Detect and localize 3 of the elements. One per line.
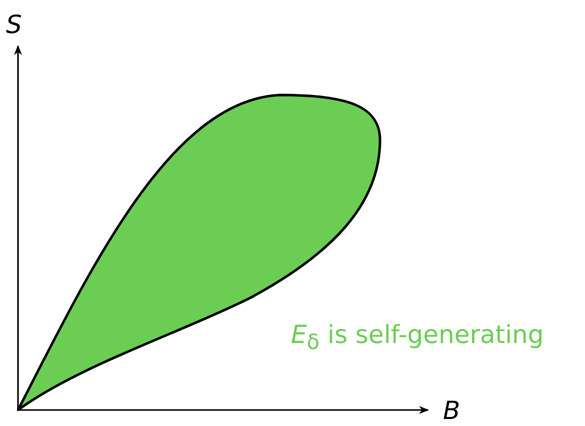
region-label: E$_{δ}$ is self-generating xyxy=(291,322,544,353)
axis-label: S xyxy=(6,12,22,37)
axis-label: B xyxy=(443,398,460,423)
